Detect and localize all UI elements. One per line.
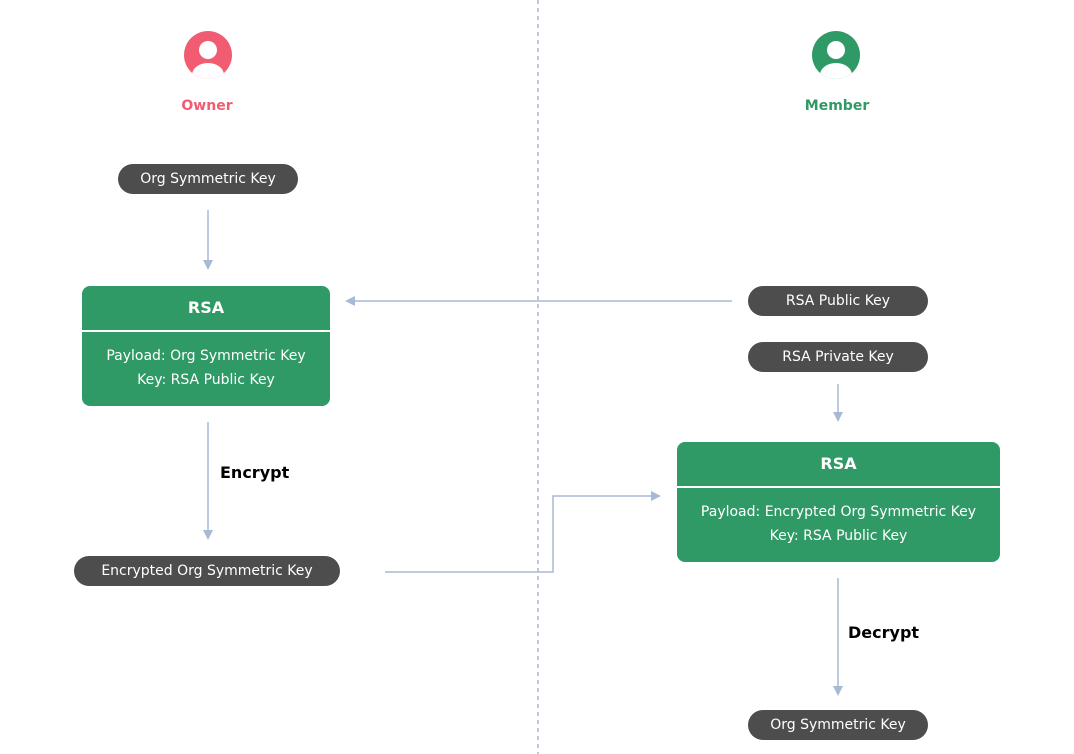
member-rsa-box: RSA Payload: Encrypted Org Symmetric Key… (677, 442, 1000, 562)
owner-rsa-payload: Payload: Org Symmetric Key (106, 348, 306, 364)
member-org-key-pill: Org Symmetric Key (748, 710, 928, 740)
owner-rsa-title: RSA (82, 286, 330, 332)
encrypt-label: Encrypt (220, 463, 290, 482)
encrypted-key-pill: Encrypted Org Symmetric Key (74, 556, 340, 586)
member-rsa-key: Key: RSA Public Key (769, 528, 908, 544)
rsa-public-key-pill: RSA Public Key (748, 286, 928, 316)
owner-rsa-key: Key: RSA Public Key (137, 372, 275, 388)
rsa-private-key-pill: RSA Private Key (748, 342, 928, 372)
member-avatar-icon (812, 31, 860, 79)
arrow-encrypted-to-member-rsa (385, 491, 661, 573)
member-label: Member (804, 98, 870, 114)
owner-label: Owner (181, 98, 233, 114)
member-rsa-payload: Payload: Encrypted Org Symmetric Key (700, 504, 977, 520)
owner-rsa-box: RSA Payload: Org Symmetric Key Key: RSA … (82, 286, 330, 406)
decrypt-label: Decrypt (848, 623, 920, 642)
owner-avatar-icon (184, 31, 232, 79)
owner-org-key-pill: Org Symmetric Key (118, 164, 298, 194)
member-rsa-title: RSA (677, 442, 1000, 488)
